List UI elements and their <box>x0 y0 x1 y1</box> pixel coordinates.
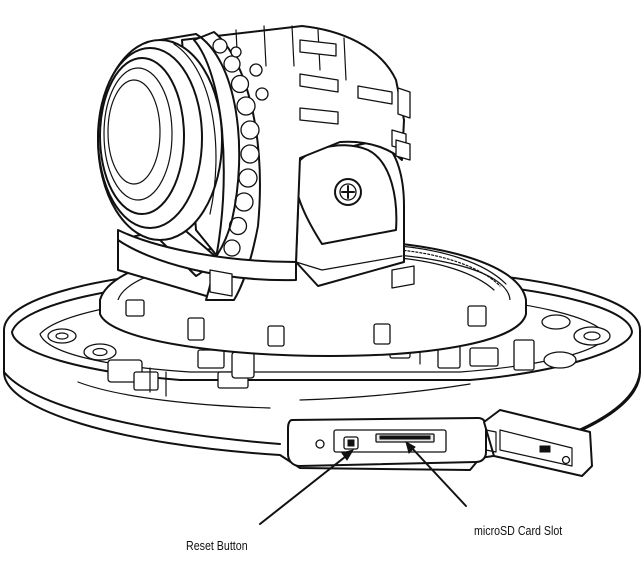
mounting-boss-right <box>541 314 611 369</box>
lens <box>97 33 241 277</box>
camera-module <box>97 25 415 301</box>
service-panel <box>287 409 593 477</box>
reset-button-label: Reset Button <box>186 538 248 553</box>
panel-door <box>483 409 593 477</box>
callout-leaders <box>259 440 467 525</box>
microsd-leader <box>405 440 467 507</box>
microsd-slot <box>375 433 435 443</box>
pivot-screw <box>334 178 362 206</box>
reset-button <box>343 436 359 450</box>
microsd-slot-label: microSD Card Slot <box>474 523 563 538</box>
mounting-boss-left <box>47 328 117 361</box>
reset-leader <box>259 449 355 525</box>
